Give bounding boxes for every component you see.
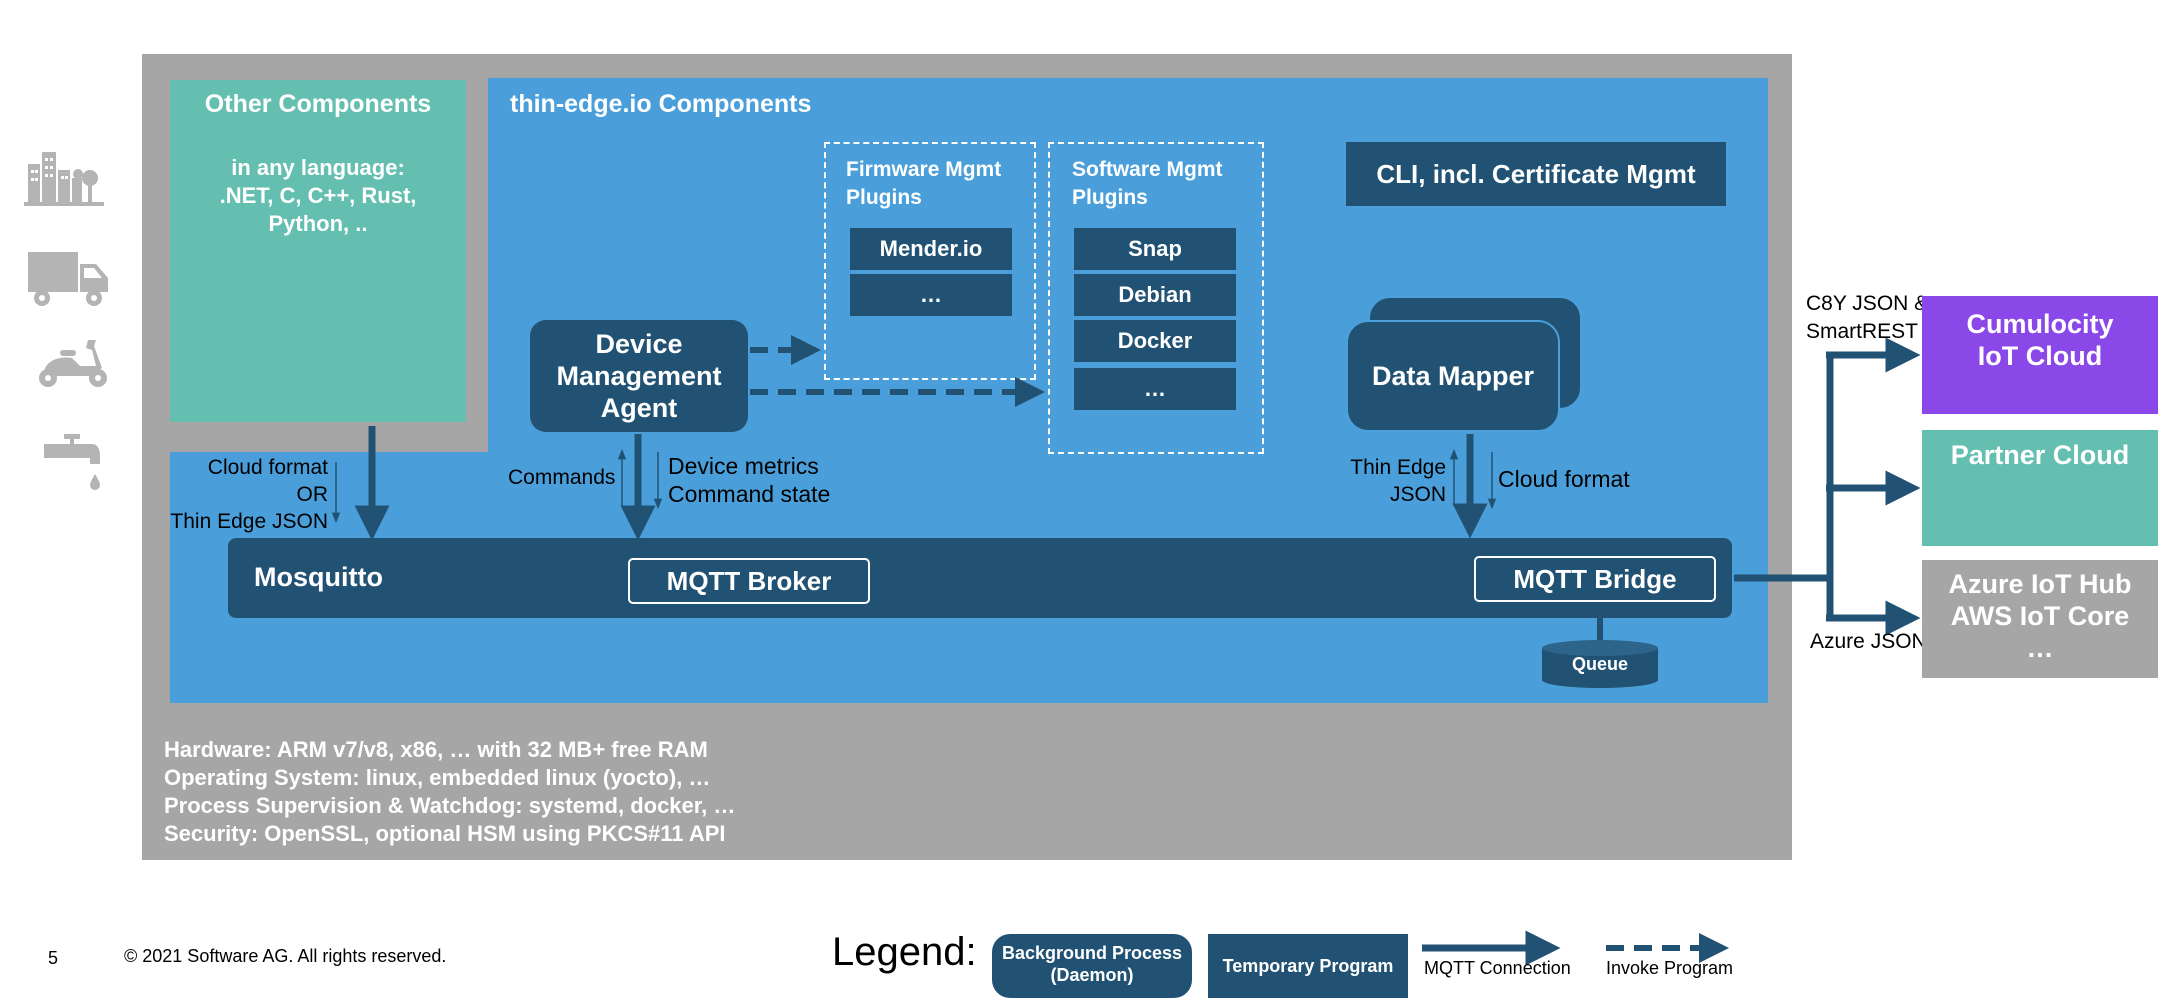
queue-label: Queue <box>1571 654 1628 674</box>
annotation-c8y-json: C8Y JSON & SmartREST <box>1806 292 1929 343</box>
supervision-line: Process Supervision & Watchdog: systemd,… <box>164 793 736 818</box>
other-components-body: in any language: .NET, C, C++, Rust, Pyt… <box>219 155 417 236</box>
cli-box: CLI, incl. Certificate Mgmt <box>1346 142 1726 206</box>
software-plugins-title: Software Mgmt Plugins <box>1072 158 1223 209</box>
mqtt-bridge: MQTT Bridge <box>1474 556 1716 602</box>
hardware-line: Hardware: ARM v7/v8, x86, … with 32 MB+ … <box>164 737 708 762</box>
other-components-box: Other Components in any language: .NET, … <box>170 80 466 422</box>
data-mapper: Data Mapper <box>1346 320 1560 432</box>
legend-invoke-program: Invoke Program <box>1606 958 1734 978</box>
software-plugins-box: Software Mgmt Plugins Snap Debian Docker… <box>1048 142 1264 454</box>
annotation-cloud-format-or: Cloud format OR Thin Edge JSON <box>170 456 328 533</box>
annotation-commands: Commands <box>508 466 616 489</box>
legend-title: Legend: <box>832 930 977 974</box>
legend-temporary-program: Temporary Program <box>1208 934 1408 998</box>
plugin-debian: Debian <box>1074 274 1236 316</box>
plugin-docker: Docker <box>1074 320 1236 362</box>
scooter-icon <box>36 332 110 390</box>
legend-background-process: Background Process (Daemon) <box>992 934 1192 998</box>
queue: Queue <box>1540 612 1660 692</box>
other-components-title: Other Components <box>204 90 432 118</box>
annotation-thin-edge-json: Thin Edge JSON <box>1350 456 1446 506</box>
cumulocity-cloud: Cumulocity IoT Cloud <box>1922 296 2158 414</box>
city-icon <box>24 144 104 206</box>
page-number: 5 <box>48 948 59 968</box>
mosquitto-label: Mosquitto <box>254 562 383 592</box>
legend-lines <box>1422 930 1729 966</box>
truck-icon <box>28 248 110 308</box>
hardware-info: Hardware: ARM v7/v8, x86, … with 32 MB+ … <box>164 736 735 848</box>
plugin-mender: Mender.io <box>850 228 1012 270</box>
plugin-snap: Snap <box>1074 228 1236 270</box>
water-tap-icon <box>44 434 104 492</box>
legend-mqtt-connection: MQTT Connection <box>1424 958 1571 978</box>
security-line: Security: OpenSSL, optional HSM using PK… <box>164 821 726 846</box>
azure-aws-cloud: Azure IoT Hub AWS IoT Core … <box>1922 560 2158 678</box>
copyright: © 2021 Software AG. All rights reserved. <box>124 946 447 966</box>
annotation-cloud-format: Cloud format <box>1498 466 1630 492</box>
mqtt-broker: MQTT Broker <box>628 558 870 604</box>
device-management-agent: Device Management Agent <box>530 320 748 432</box>
partner-cloud: Partner Cloud <box>1922 430 2158 546</box>
plugin-firmware-more: … <box>850 274 1012 316</box>
firmware-plugins-box: Firmware Mgmt Plugins Mender.io … <box>824 142 1036 380</box>
firmware-plugins-title: Firmware Mgmt Plugins <box>846 158 1002 209</box>
annotation-azure-json: Azure JSON <box>1810 630 1927 653</box>
thin-edge-title: thin-edge.io Components <box>510 90 812 118</box>
os-line: Operating System: linux, embedded linux … <box>164 765 711 790</box>
plugin-software-more: … <box>1074 368 1236 410</box>
annotation-device-metrics: Device metrics Command state <box>668 453 831 507</box>
